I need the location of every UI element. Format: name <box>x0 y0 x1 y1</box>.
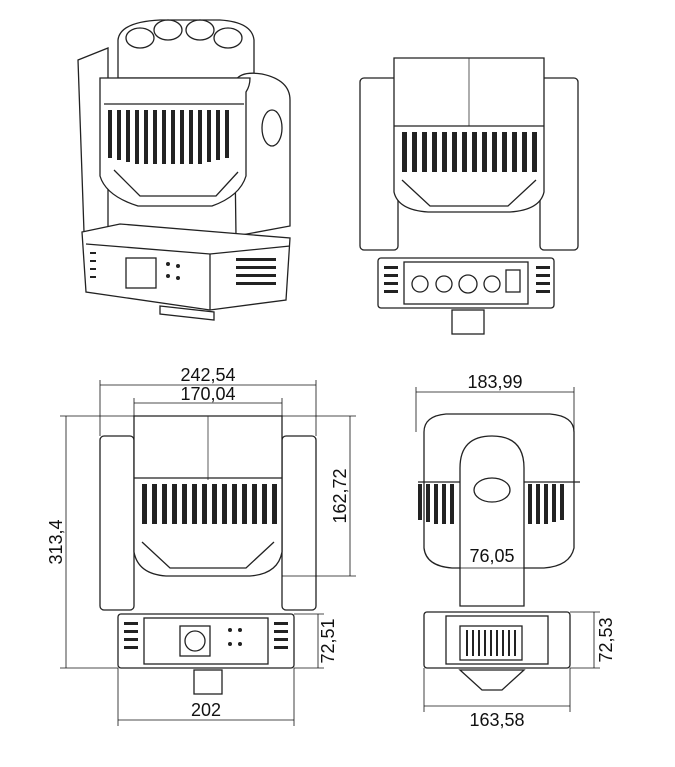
dim-side-base-height: 72,53 <box>596 617 616 662</box>
dim-front-head-width: 170,04 <box>180 384 235 404</box>
side-dimension-lines <box>415 387 600 712</box>
front-top-fins <box>402 132 537 172</box>
dim-side-base-width: 163,58 <box>469 710 524 730</box>
dim-front-arm-height: 162,72 <box>330 468 350 523</box>
dim-side-arm-width: 76,05 <box>469 546 514 566</box>
dim-side-head-width: 183,99 <box>467 372 522 392</box>
front-dimensioned-base-vents <box>124 622 288 649</box>
front-top-base-vents <box>384 266 550 293</box>
dim-front-base-width: 202 <box>191 700 221 720</box>
front-dimension-lines <box>60 380 356 726</box>
dim-front-base-height: 72,51 <box>318 618 338 663</box>
dim-front-overall-width: 242,54 <box>180 365 235 385</box>
side-base-vents <box>466 630 516 656</box>
front-dimensioned-fins <box>142 484 277 524</box>
isometric-base-vents <box>90 252 276 285</box>
side-fins <box>418 484 564 524</box>
isometric-fins <box>108 110 229 164</box>
front-view-top <box>359 57 579 335</box>
isometric-view <box>77 19 291 321</box>
side-view-dimensioned: 183,99 76,05 72,53 163,58 <box>415 372 616 730</box>
front-view-dimensioned: 242,54 170,04 162,72 313,4 72,51 202 <box>46 365 356 726</box>
dim-front-total-height: 313,4 <box>46 519 66 564</box>
